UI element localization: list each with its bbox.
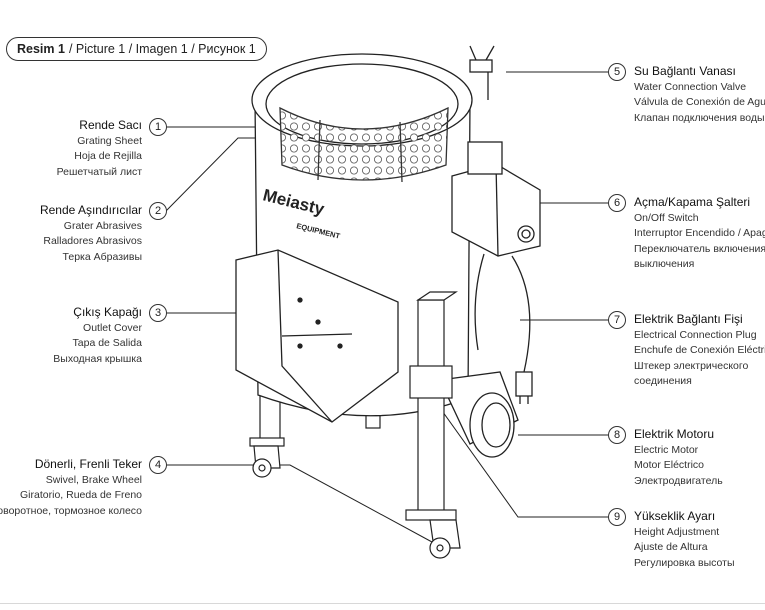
callout-1-ru: Решетчатый лист <box>56 165 142 178</box>
callout-5-label: Su Bağlantı Vanası Water Connection Valv… <box>634 64 765 126</box>
callout-9-ru: Регулировка высоты <box>634 556 735 569</box>
callout-8-tr: Elektrik Motoru <box>634 427 715 441</box>
callout-7-number: 7 <box>608 311 626 329</box>
right-leg <box>405 291 461 559</box>
callout-3-number: 3 <box>149 304 167 322</box>
callout-3-tr: Çıkış Kapağı <box>73 305 142 319</box>
callout-3-ru: Выходная крышка <box>53 352 142 365</box>
callout-7-tr: Elektrik Bağlantı Fişi <box>634 312 743 326</box>
callout-7-es: Enchufe de Conexión Eléctrica <box>634 344 765 357</box>
figure-title-bold: Resim 1 <box>17 42 65 56</box>
callout-2-tr: Rende Aşındırıcılar <box>39 203 142 217</box>
callout-6-ru: Переключатель включения/ <box>634 242 765 255</box>
cables <box>474 253 533 404</box>
callout-4-label: Dönerli, Frenli Teker Swivel, Brake Whee… <box>0 457 142 519</box>
callout-2-en: Grater Abrasives <box>63 219 142 232</box>
callout-3-en: Outlet Cover <box>83 321 142 334</box>
callout-2-number: 2 <box>149 202 167 220</box>
figure-title-rest: / Picture 1 / Imagen 1 / Рисунок 1 <box>68 42 256 56</box>
callout-8-en: Electric Motor <box>634 443 699 456</box>
callout-5-tr: Su Bağlantı Vanası <box>634 64 736 78</box>
callout-8-label: Elektrik Motoru Electric Motor Motor Elé… <box>634 427 723 489</box>
callout-1-label: Rende Sacı Grating Sheet Hoja de Rejilla… <box>57 118 142 180</box>
callout-2-label: Rende Aşındırıcılar Grater Abrasives Ral… <box>40 203 142 265</box>
callout-9-es: Ajuste de Altura <box>634 541 708 554</box>
callout-1-number: 1 <box>149 118 167 136</box>
callout-2-es: Ralladores Abrasivos <box>43 235 142 248</box>
callout-8-ru: Электродвигатель <box>634 474 723 487</box>
outlet-cover <box>235 249 399 423</box>
switch-box <box>451 141 541 257</box>
callout-9-en: Height Adjustment <box>634 525 720 538</box>
callout-5-en: Water Connection Valve <box>634 80 747 93</box>
callout-9-tr: Yükseklik Ayarı <box>634 509 716 523</box>
callout-3-es: Tapa de Salida <box>72 337 142 350</box>
callout-7-label: Elektrik Bağlantı Fişi Electrical Connec… <box>634 312 765 390</box>
figure-title: Resim 1 / Picture 1 / Imagen 1 / Рисунок… <box>6 37 267 61</box>
callout-8-es: Motor Eléctrico <box>634 459 705 472</box>
callout-9-number: 9 <box>608 508 626 526</box>
callout-7-ru: Штекер электрического <box>634 359 749 372</box>
motor <box>439 371 519 458</box>
callout-1-es: Hoja de Rejilla <box>74 150 142 163</box>
callout-3-label: Çıkış Kapağı Outlet Cover Tapa de Salida… <box>53 305 142 367</box>
callout-7-en: Electrical Connection Plug <box>634 328 757 341</box>
callout-2-ru: Терка Абразивы <box>62 250 142 263</box>
callout-5-es: Válvula de Conexión de Agua <box>634 96 765 109</box>
callout-6-en: On/Off Switch <box>634 211 699 224</box>
callout-9-label: Yükseklik Ayarı Height Adjustment Ajuste… <box>634 509 735 571</box>
callout-5-number: 5 <box>608 63 626 81</box>
callout-8-number: 8 <box>608 426 626 444</box>
callout-5-ru: Клапан подключения воды <box>634 111 765 124</box>
callout-6-es: Interruptor Encendido / Apagado <box>634 227 765 240</box>
callout-4-en: Swivel, Brake Wheel <box>45 473 142 486</box>
callout-6-number: 6 <box>608 194 626 212</box>
callout-7-ru2: соединения <box>634 375 692 388</box>
callout-1-en: Grating Sheet <box>77 134 142 147</box>
callout-6-tr: Açma/Kapama Şalteri <box>634 195 751 209</box>
callout-1-tr: Rende Sacı <box>79 118 142 132</box>
callout-6-label: Açma/Kapama Şalteri On/Off Switch Interr… <box>634 195 765 273</box>
callout-4-ru: Поворотное, тормозное колесо <box>0 504 142 517</box>
callout-4-es: Giratorio, Rueda de Freno <box>20 489 142 502</box>
callout-4-number: 4 <box>149 456 167 474</box>
callout-4-tr: Dönerli, Frenli Teker <box>34 457 142 471</box>
callout-6-ru2: выключения <box>634 258 695 271</box>
page-bottom-divider <box>0 603 765 604</box>
water-valve <box>469 45 495 100</box>
